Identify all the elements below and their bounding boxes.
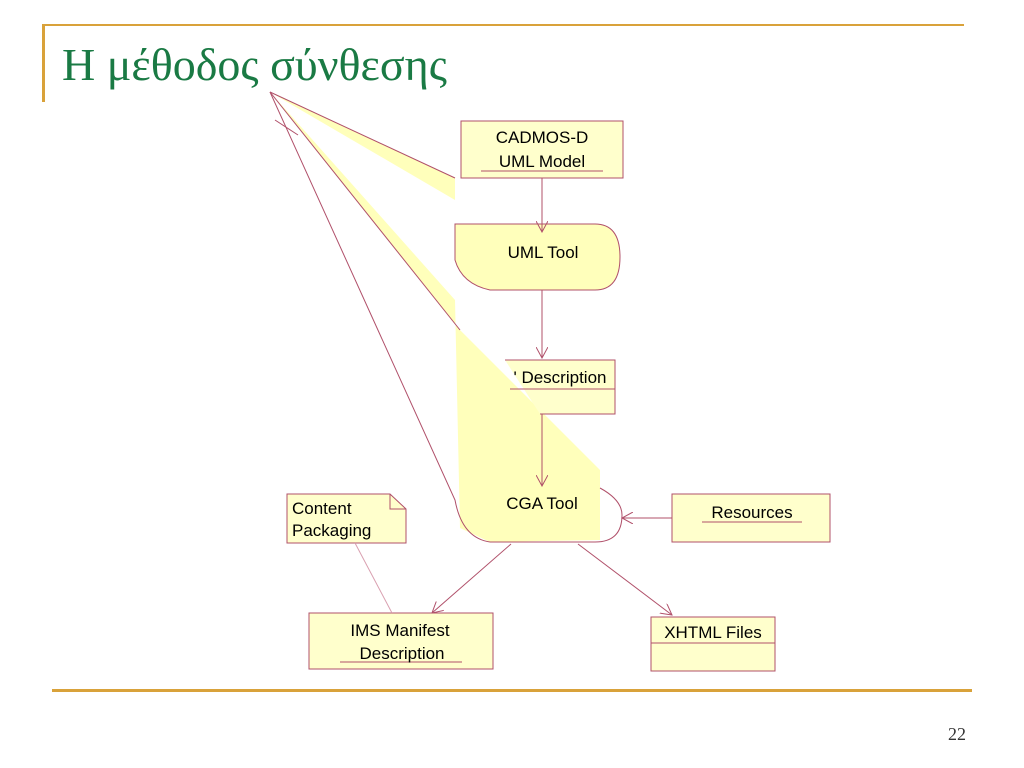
node-xhtml-files-label: XHTML Files <box>664 623 762 642</box>
node-ims-manifest-line-1: IMS Manifest <box>350 621 449 640</box>
node-xhtml-files: XHTML Files <box>650 616 776 672</box>
node-content-packaging-line-1: Content <box>292 499 352 518</box>
node-description: ' Description <box>505 359 616 415</box>
node-resources-label: Resources <box>711 503 792 522</box>
slide-title: Η μέθοδος σύνθεσης <box>62 39 447 90</box>
node-cadmos-line-2: UML Model <box>499 152 585 171</box>
edge-cga-tool-to-xhtml-files <box>577 543 672 615</box>
node-ims-manifest-line-2: Description <box>359 644 444 663</box>
node-uml-tool: UML Tool <box>454 223 621 291</box>
node-cga-tool-label: CGA Tool <box>506 494 578 513</box>
node-description-label: ' Description <box>513 368 606 387</box>
callout-cga-tool <box>269 91 600 543</box>
frame-left-line <box>42 24 45 102</box>
callout-uml-tool <box>269 91 456 200</box>
page-number: 22 <box>948 724 966 744</box>
node-resources: Resources <box>671 493 831 543</box>
edge-cga-tool-to-ims-manifest <box>432 543 512 613</box>
callout-marker <box>274 119 299 136</box>
callout-top-edge <box>269 91 461 331</box>
frame-bottom-line <box>52 689 972 692</box>
node-content-packaging: Content Packaging <box>286 493 407 544</box>
node-uml-tool-label: UML Tool <box>508 243 579 262</box>
edge-content-packaging-note-link <box>354 542 393 614</box>
node-content-packaging-line-2: Packaging <box>292 521 371 540</box>
frame-top-line <box>42 24 964 26</box>
node-cadmos-uml-model: CADMOS-D UML Model <box>460 120 624 179</box>
node-ims-manifest: IMS Manifest Description <box>308 612 494 670</box>
node-cadmos-line-1: CADMOS-D <box>496 128 589 147</box>
